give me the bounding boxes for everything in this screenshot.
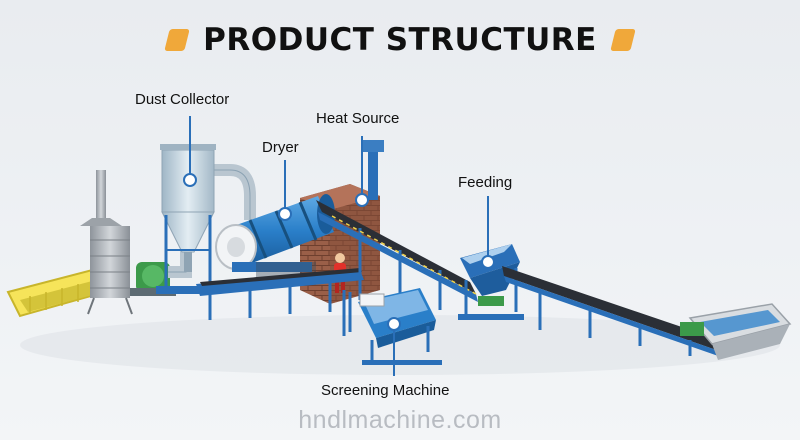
feeding-belt-conveyor [502,266,724,358]
label-screening-machine: Screening Machine [321,382,450,399]
receiving-bin [680,303,792,360]
label-dryer: Dryer [262,139,299,156]
page-title: PRODUCT STRUCTURE [203,22,597,58]
heat-source-marker [355,193,369,207]
chimney [80,170,133,315]
screening-machine-marker [387,317,401,331]
induced-draft-fan [130,262,176,296]
dust-collector-marker [183,173,197,187]
inclined-conveyor-to-dryer [316,200,478,310]
label-dust-collector: Dust Collector [135,91,230,108]
label-heat-source: Heat Source [316,110,400,127]
feeding-marker [481,255,495,269]
discharge-conveyor [196,268,364,320]
label-feeding: Feeding [458,174,513,191]
callout-pointers [183,116,495,376]
footer-website-url: hndlmachine.com [298,406,502,434]
dust-collector-unit [156,144,216,294]
screening-machine-unit [342,288,442,365]
title-bar: PRODUCT STRUCTURE [0,18,800,62]
dryer-marker [278,207,292,221]
